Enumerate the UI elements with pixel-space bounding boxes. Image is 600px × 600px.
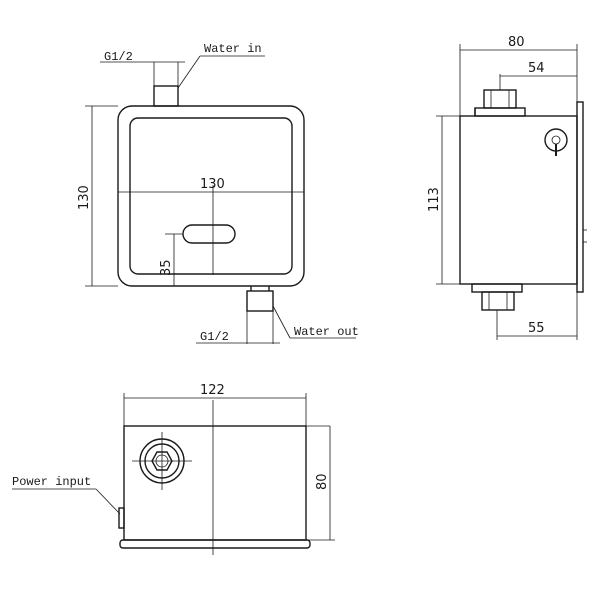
bottom-nut-flange xyxy=(471,283,523,293)
water-out-label: Water out xyxy=(294,325,359,339)
outlet-pipe xyxy=(246,290,274,312)
power-input-port xyxy=(118,507,125,529)
side-total-dim: 80 xyxy=(508,35,525,50)
front-view: G1/2 Water in G1/2 Water out 130 130 35 xyxy=(77,42,359,344)
front-width-dim: 130 xyxy=(200,177,225,192)
inlet-thread-label: G1/2 xyxy=(104,50,133,64)
top-width-dim: 122 xyxy=(200,383,225,398)
top-nut-flange xyxy=(474,107,526,117)
top-body xyxy=(123,425,307,541)
side-back-plate xyxy=(576,101,584,293)
inlet-pipe xyxy=(153,85,179,107)
top-base-plate xyxy=(119,539,311,549)
outlet-thread-label: G1/2 xyxy=(200,330,229,344)
sensor-window xyxy=(182,224,236,244)
front-height-dim: 130 xyxy=(77,185,92,210)
top-view: Power input 122 80 xyxy=(12,383,335,555)
side-view: 80 54 55 113 xyxy=(427,35,587,340)
sensor-height-dim: 35 xyxy=(159,259,174,276)
power-input-leader xyxy=(95,488,121,515)
side-height-dim: 113 xyxy=(427,187,442,212)
water-in-label: Water in xyxy=(204,42,262,56)
front-inner-panel xyxy=(129,117,293,275)
water-out-leader xyxy=(272,305,291,339)
water-in-leader xyxy=(177,55,201,89)
side-outlet-dim: 55 xyxy=(528,321,545,336)
bottom-nut xyxy=(481,291,515,311)
front-outer-body xyxy=(117,105,305,287)
top-nut xyxy=(483,89,517,109)
side-inlet-dim: 54 xyxy=(528,61,545,76)
power-input-label: Power input xyxy=(12,475,91,489)
top-depth-dim: 80 xyxy=(315,473,330,490)
